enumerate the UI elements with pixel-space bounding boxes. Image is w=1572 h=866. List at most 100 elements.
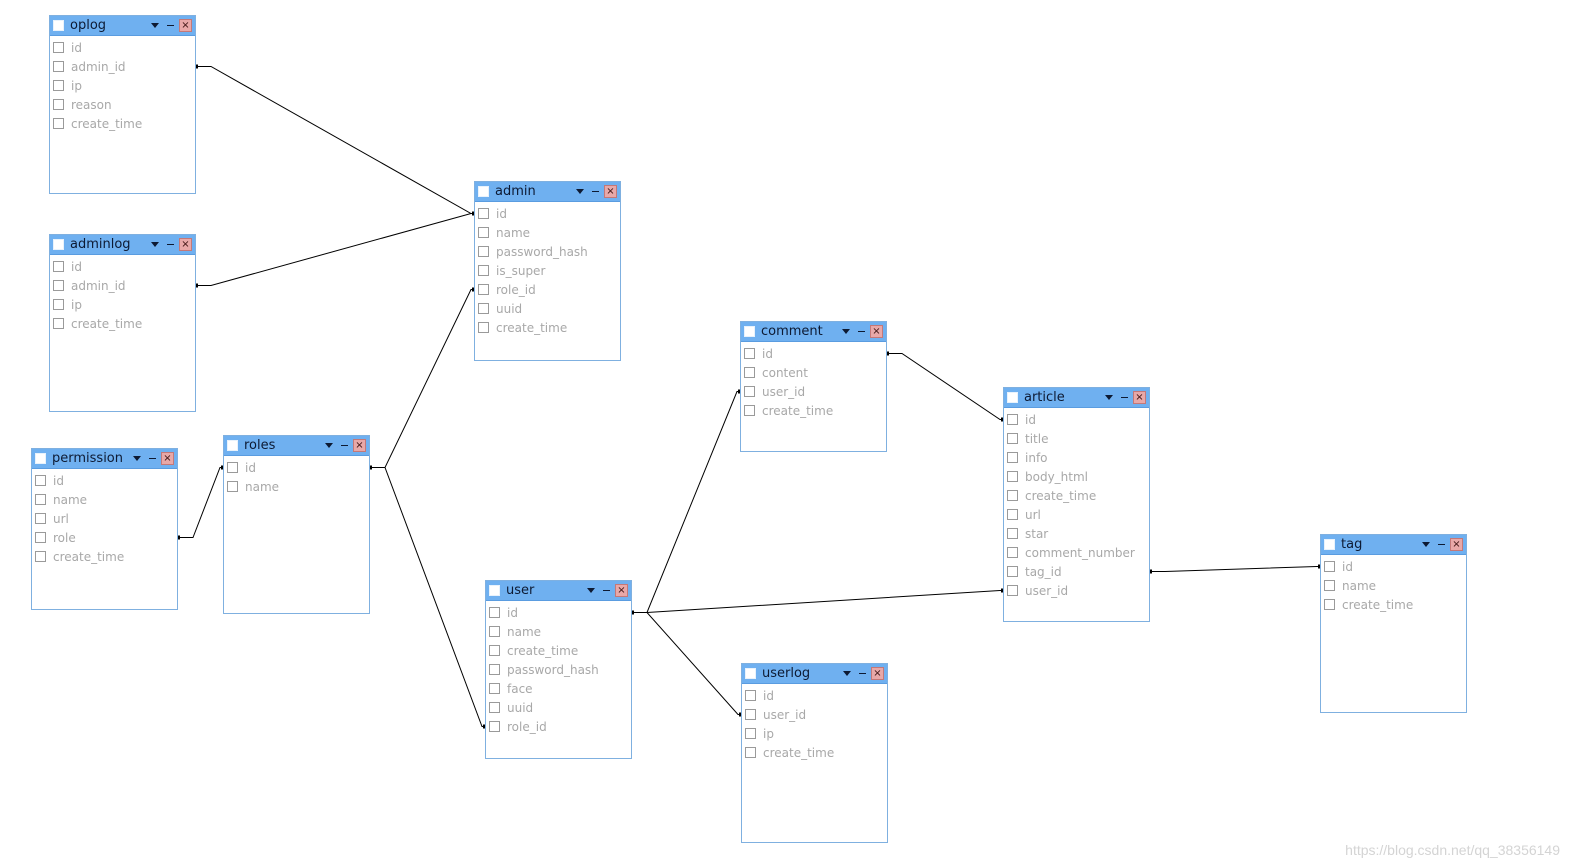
- field-checkbox[interactable]: [53, 99, 64, 110]
- field-row[interactable]: create_time: [742, 743, 887, 762]
- field-checkbox[interactable]: [489, 664, 500, 675]
- minimize-icon[interactable]: [167, 25, 174, 26]
- field-checkbox[interactable]: [489, 683, 500, 694]
- field-checkbox[interactable]: [1007, 528, 1018, 539]
- field-row[interactable]: face: [486, 679, 631, 698]
- field-checkbox[interactable]: [1007, 490, 1018, 501]
- field-row[interactable]: create_time: [1321, 595, 1466, 614]
- field-row[interactable]: role_id: [475, 280, 620, 299]
- field-row[interactable]: admin_id: [50, 276, 195, 295]
- close-icon[interactable]: ×: [179, 19, 192, 32]
- field-checkbox[interactable]: [745, 747, 756, 758]
- dropdown-arrow-icon[interactable]: [1105, 395, 1113, 400]
- close-icon[interactable]: ×: [1450, 538, 1463, 551]
- dropdown-arrow-icon[interactable]: [576, 189, 584, 194]
- table-select-checkbox[interactable]: [35, 453, 46, 464]
- dropdown-arrow-icon[interactable]: [151, 23, 159, 28]
- field-row[interactable]: user_id: [1004, 581, 1149, 600]
- minimize-icon[interactable]: [603, 590, 610, 591]
- field-row[interactable]: create_time: [475, 318, 620, 337]
- field-row[interactable]: create_time: [1004, 486, 1149, 505]
- table-select-checkbox[interactable]: [489, 585, 500, 596]
- close-icon[interactable]: ×: [604, 185, 617, 198]
- table-select-checkbox[interactable]: [1007, 392, 1018, 403]
- field-checkbox[interactable]: [53, 318, 64, 329]
- dropdown-arrow-icon[interactable]: [133, 456, 141, 461]
- field-row[interactable]: id: [741, 344, 886, 363]
- field-row[interactable]: reason: [50, 95, 195, 114]
- minimize-icon[interactable]: [1121, 397, 1128, 398]
- minimize-icon[interactable]: [858, 331, 865, 332]
- dropdown-arrow-icon[interactable]: [1422, 542, 1430, 547]
- field-row[interactable]: role: [32, 528, 177, 547]
- field-row[interactable]: id: [1321, 557, 1466, 576]
- table-header[interactable]: oplog×: [50, 16, 195, 36]
- field-checkbox[interactable]: [489, 607, 500, 618]
- field-checkbox[interactable]: [478, 265, 489, 276]
- field-row[interactable]: ip: [50, 295, 195, 314]
- field-row[interactable]: name: [224, 477, 369, 496]
- field-checkbox[interactable]: [744, 386, 755, 397]
- field-row[interactable]: password_hash: [475, 242, 620, 261]
- field-checkbox[interactable]: [478, 208, 489, 219]
- close-icon[interactable]: ×: [870, 325, 883, 338]
- table-header[interactable]: comment×: [741, 322, 886, 342]
- field-row[interactable]: id: [50, 38, 195, 57]
- table-header[interactable]: article×: [1004, 388, 1149, 408]
- field-checkbox[interactable]: [478, 284, 489, 295]
- field-checkbox[interactable]: [35, 475, 46, 486]
- field-row[interactable]: id: [224, 458, 369, 477]
- table-header[interactable]: user×: [486, 581, 631, 601]
- field-row[interactable]: id: [486, 603, 631, 622]
- field-checkbox[interactable]: [53, 118, 64, 129]
- field-row[interactable]: create_time: [32, 547, 177, 566]
- field-checkbox[interactable]: [227, 462, 238, 473]
- field-row[interactable]: create_time: [50, 114, 195, 133]
- dropdown-arrow-icon[interactable]: [842, 329, 850, 334]
- field-checkbox[interactable]: [53, 61, 64, 72]
- minimize-icon[interactable]: [167, 244, 174, 245]
- field-row[interactable]: admin_id: [50, 57, 195, 76]
- dropdown-arrow-icon[interactable]: [587, 588, 595, 593]
- field-row[interactable]: role_id: [486, 717, 631, 736]
- field-row[interactable]: title: [1004, 429, 1149, 448]
- field-checkbox[interactable]: [53, 80, 64, 91]
- field-checkbox[interactable]: [478, 227, 489, 238]
- field-checkbox[interactable]: [478, 322, 489, 333]
- field-row[interactable]: star: [1004, 524, 1149, 543]
- field-row[interactable]: uuid: [486, 698, 631, 717]
- close-icon[interactable]: ×: [615, 584, 628, 597]
- dropdown-arrow-icon[interactable]: [151, 242, 159, 247]
- field-row[interactable]: user_id: [742, 705, 887, 724]
- field-checkbox[interactable]: [744, 405, 755, 416]
- field-checkbox[interactable]: [478, 246, 489, 257]
- field-row[interactable]: tag_id: [1004, 562, 1149, 581]
- field-checkbox[interactable]: [35, 513, 46, 524]
- dropdown-arrow-icon[interactable]: [325, 443, 333, 448]
- field-checkbox[interactable]: [1007, 414, 1018, 425]
- field-checkbox[interactable]: [1324, 580, 1335, 591]
- field-row[interactable]: name: [486, 622, 631, 641]
- field-row[interactable]: url: [1004, 505, 1149, 524]
- field-checkbox[interactable]: [35, 551, 46, 562]
- field-row[interactable]: id: [1004, 410, 1149, 429]
- field-row[interactable]: comment_number: [1004, 543, 1149, 562]
- minimize-icon[interactable]: [859, 673, 866, 674]
- field-row[interactable]: user_id: [741, 382, 886, 401]
- field-checkbox[interactable]: [1007, 471, 1018, 482]
- field-row[interactable]: create_time: [741, 401, 886, 420]
- field-row[interactable]: ip: [50, 76, 195, 95]
- field-checkbox[interactable]: [53, 42, 64, 53]
- field-row[interactable]: url: [32, 509, 177, 528]
- field-checkbox[interactable]: [745, 728, 756, 739]
- field-row[interactable]: id: [32, 471, 177, 490]
- table-header[interactable]: adminlog×: [50, 235, 195, 255]
